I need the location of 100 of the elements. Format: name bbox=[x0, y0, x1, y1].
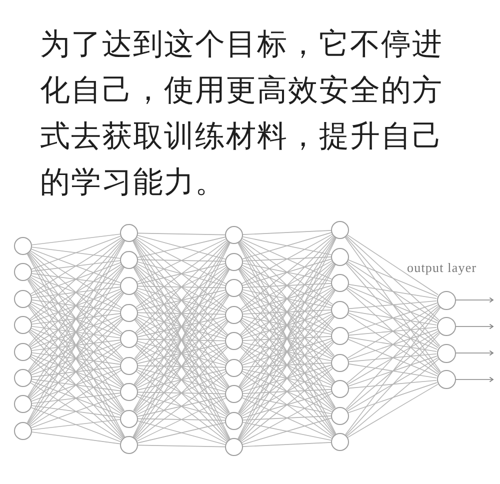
connection-line bbox=[28, 305, 124, 412]
connection-line bbox=[29, 238, 123, 320]
connection-line bbox=[31, 380, 121, 416]
neuron-circle bbox=[14, 290, 32, 308]
neuron-circle bbox=[14, 263, 32, 282]
connection-line bbox=[28, 292, 124, 398]
connection-line bbox=[242, 391, 332, 418]
connection-line bbox=[32, 313, 120, 325]
connection-line bbox=[31, 354, 121, 390]
neuron-circle bbox=[436, 290, 456, 310]
neuron-circle bbox=[14, 395, 32, 414]
connection-line bbox=[242, 416, 332, 420]
connection-line bbox=[347, 357, 438, 412]
connection-line bbox=[29, 278, 123, 360]
connection-line bbox=[30, 237, 122, 294]
connection-line bbox=[242, 232, 332, 260]
connection-line bbox=[31, 275, 121, 310]
connection-line bbox=[347, 261, 438, 322]
connection-line bbox=[29, 330, 123, 413]
connection-line bbox=[30, 276, 122, 335]
connection-line bbox=[347, 330, 438, 385]
connection-line bbox=[348, 364, 438, 378]
connection-line bbox=[31, 407, 121, 442]
connection-line bbox=[242, 395, 332, 414]
connection-line bbox=[348, 302, 438, 334]
connection-line bbox=[345, 262, 440, 373]
connection-line bbox=[28, 332, 124, 439]
connection-line bbox=[28, 266, 124, 398]
connection-line bbox=[29, 318, 123, 399]
connection-line bbox=[30, 303, 122, 362]
neuron-circle bbox=[436, 370, 456, 389]
neuron-circle bbox=[120, 277, 138, 295]
connection-line bbox=[346, 333, 440, 436]
connection-line bbox=[138, 259, 226, 262]
connection-line bbox=[31, 302, 121, 336]
connection-line bbox=[345, 236, 440, 346]
connection-line bbox=[138, 365, 226, 368]
connection-line bbox=[242, 230, 332, 235]
connection-line bbox=[31, 248, 121, 284]
neuron-circle bbox=[225, 412, 243, 430]
arrow bbox=[455, 376, 494, 382]
connection-line bbox=[348, 286, 438, 324]
connection-line bbox=[346, 306, 440, 410]
connection-line bbox=[31, 315, 121, 349]
connection-line bbox=[29, 265, 123, 346]
connection-line bbox=[31, 288, 121, 322]
connection-line bbox=[32, 300, 120, 312]
connection-line bbox=[29, 292, 123, 372]
connection-line bbox=[32, 366, 120, 378]
connection-line bbox=[138, 444, 226, 448]
connection-line bbox=[30, 343, 122, 400]
connection-line bbox=[32, 246, 120, 259]
connection-line bbox=[242, 338, 332, 366]
neuron-circle bbox=[14, 369, 32, 387]
neuron-circle bbox=[225, 438, 243, 456]
connection-line bbox=[29, 344, 123, 426]
neuron-circle bbox=[331, 354, 349, 372]
connection-line bbox=[138, 418, 226, 421]
connection-line bbox=[31, 342, 121, 376]
connection-line bbox=[242, 336, 332, 341]
connection-line bbox=[242, 362, 332, 368]
connection-line bbox=[346, 332, 440, 410]
connection-line bbox=[32, 432, 120, 444]
connection-line bbox=[347, 384, 438, 438]
connection-line bbox=[30, 330, 122, 388]
connection-line bbox=[348, 356, 438, 386]
connection-line bbox=[242, 236, 332, 256]
neuron-circle bbox=[120, 410, 138, 428]
connection-line bbox=[242, 389, 332, 394]
neuron-circle bbox=[331, 380, 349, 398]
neuron-circle bbox=[225, 279, 243, 297]
connection-line bbox=[347, 314, 438, 375]
connection-line bbox=[242, 316, 332, 335]
connection-line bbox=[348, 284, 438, 299]
connection-line bbox=[242, 283, 332, 288]
connection-line bbox=[138, 312, 226, 315]
connection-line bbox=[242, 310, 332, 314]
neuron-circle bbox=[14, 237, 32, 255]
connection-line bbox=[30, 264, 122, 321]
connection-line bbox=[30, 316, 122, 374]
connection-line bbox=[32, 352, 120, 365]
connection-line bbox=[27, 266, 125, 424]
connection-line bbox=[32, 378, 120, 392]
connection-line bbox=[32, 405, 120, 418]
connection-line bbox=[242, 262, 332, 282]
neuron-circle bbox=[225, 226, 243, 244]
connection-line bbox=[242, 422, 332, 441]
connection-line bbox=[28, 240, 124, 372]
connection-line bbox=[348, 339, 438, 376]
connection-line bbox=[32, 392, 120, 404]
connection-line bbox=[348, 382, 438, 413]
connection-line bbox=[346, 262, 440, 347]
arrow bbox=[455, 350, 494, 356]
connection-line bbox=[29, 252, 123, 334]
connection-line bbox=[28, 318, 124, 424]
neuron-circle bbox=[225, 306, 243, 324]
connection-line bbox=[28, 252, 124, 360]
connection-line bbox=[346, 288, 440, 374]
neuron-circle bbox=[331, 406, 349, 424]
connection-line bbox=[346, 236, 440, 320]
